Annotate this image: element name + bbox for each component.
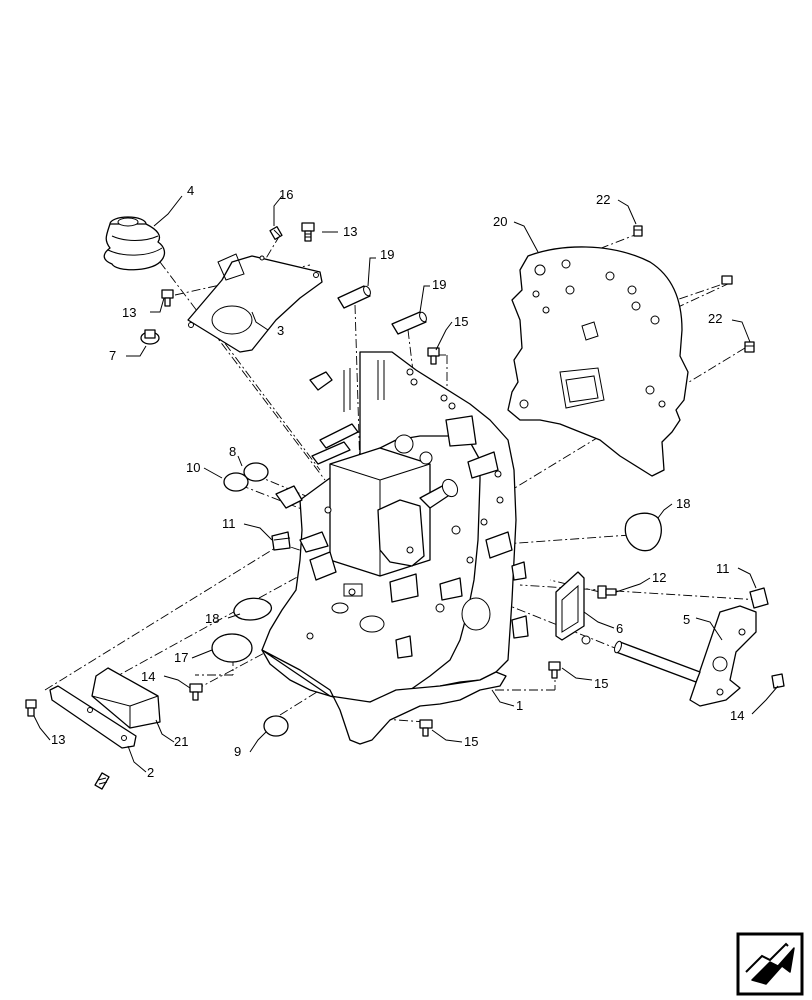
callout-15-top: 15	[454, 314, 468, 329]
callout-6: 6	[616, 621, 623, 636]
callout-20: 20	[493, 214, 507, 229]
bolt-14-left-part	[189, 683, 203, 701]
plug-10-part	[223, 472, 249, 492]
clip-11-right-part	[749, 587, 769, 609]
leader-lines	[33, 195, 779, 773]
bolt-13-left-part	[161, 289, 174, 307]
callout-18-right: 18	[676, 496, 690, 511]
bolt-13-bottom-part	[25, 699, 37, 717]
callout-14-left: 14	[141, 669, 155, 684]
screw-upper-right-part	[721, 275, 733, 285]
top-plate-part	[187, 253, 323, 353]
callout-16: 16	[279, 187, 293, 202]
bolt-15-lower-part	[548, 661, 561, 679]
callout-17: 17	[174, 650, 188, 665]
bolt-12-part	[597, 585, 617, 599]
bolt-15-top-part	[427, 347, 440, 365]
clip-11-left-part	[271, 531, 291, 551]
callout-1: 1	[516, 698, 523, 713]
bracket-6-part	[555, 571, 591, 645]
screw-16-part	[269, 226, 283, 240]
plug-8-part	[243, 462, 269, 482]
block-21-part	[91, 667, 161, 729]
callout-13-left: 13	[122, 305, 136, 320]
callout-18-left: 18	[205, 611, 219, 626]
callout-15-bottom: 15	[464, 734, 478, 749]
pin-19-right-part	[391, 311, 427, 335]
callout-15-lower: 15	[594, 676, 608, 691]
side-panel-part	[507, 246, 689, 477]
screw-22-right-part	[744, 341, 755, 353]
callout-19-right: 19	[432, 277, 446, 292]
callout-9: 9	[234, 744, 241, 759]
callout-22-right: 22	[708, 311, 722, 326]
next-page-arrow-icon[interactable]	[736, 932, 804, 996]
callout-14-right: 14	[730, 708, 744, 723]
plug-18-left-part	[233, 597, 273, 621]
bolt-15-bottom-part	[419, 719, 433, 737]
callout-4: 4	[187, 183, 194, 198]
bolt-14-right-part	[771, 673, 785, 689]
callout-10: 10	[186, 460, 200, 475]
screw-22-top-part	[633, 225, 643, 237]
callout-22-top: 22	[596, 192, 610, 207]
callout-21: 21	[174, 734, 188, 749]
callout-11-right: 11	[716, 561, 730, 576]
callout-19-left: 19	[380, 247, 394, 262]
callout-13-bottom: 13	[51, 732, 65, 747]
main-frame-part	[261, 351, 529, 745]
pin-19-left-part	[337, 285, 371, 309]
callout-labels: 4 16 13 13 7 3 19 19 15 20 22 22 8 10 11…	[51, 183, 744, 780]
bolt-13-top-part	[301, 222, 315, 242]
plug-18-right-part	[624, 512, 662, 552]
callout-5: 5	[683, 612, 690, 627]
callout-2: 2	[147, 765, 154, 780]
plate-2-part	[49, 685, 137, 749]
screw-near-2-part	[94, 772, 110, 790]
callout-13-top: 13	[343, 224, 357, 239]
cover-17-part	[211, 633, 253, 663]
knob-7-part	[140, 329, 160, 345]
callout-8: 8	[229, 444, 236, 459]
pedal-arm-5-part	[614, 605, 757, 707]
callout-7: 7	[109, 348, 116, 363]
callout-11-left: 11	[222, 516, 236, 531]
callout-3: 3	[277, 323, 284, 338]
plug-9-part	[263, 715, 289, 737]
callout-12: 12	[652, 570, 666, 585]
rubber-boot-part	[103, 216, 166, 271]
